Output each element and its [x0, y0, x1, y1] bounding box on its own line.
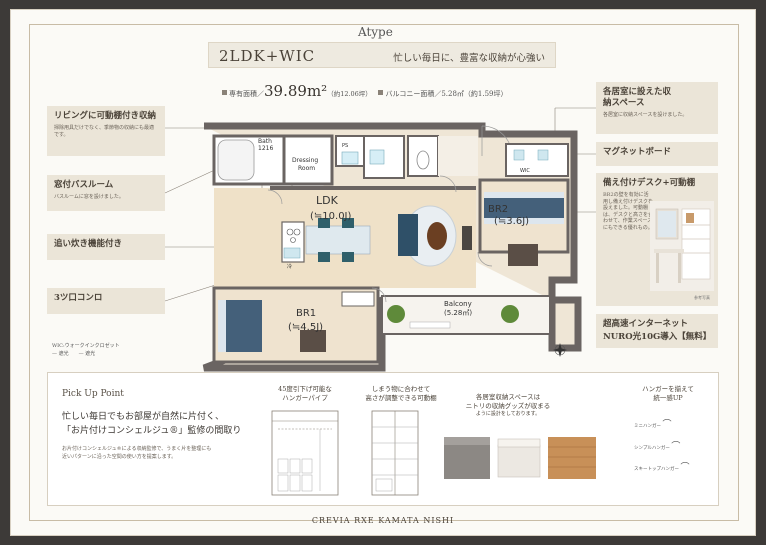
square-bullet-icon	[378, 90, 384, 95]
floor-area-tsubo: （約12.06坪）	[327, 90, 372, 98]
pickup-lead-2: 「お片付けコンシェルジュ®」監修の間取り	[62, 425, 242, 436]
callout-title: 追い炊き機能付き	[54, 239, 123, 249]
hanger-item: スキートップハンガー	[634, 467, 679, 473]
callout-bath: 窓付バスルーム バスルームに窓を設けました。	[47, 175, 165, 211]
inner-frame	[29, 24, 739, 521]
area-line: 専有面積／39.89m²（約12.06坪） バルコニー面積／5.28㎡（約1.5…	[222, 82, 508, 100]
callout-desc: バスルームに窓を設けました。	[54, 194, 124, 201]
legend-line: WIC:ウォークインクロゼット	[52, 343, 120, 349]
square-bullet-icon	[222, 90, 227, 95]
pickup-note: お片付けコンシェルジュ®による収納監修で、うまく片を整理にも近いパターンに沿った…	[62, 446, 212, 460]
callout-sub: NURO光10G導入【無料】	[603, 332, 712, 343]
hanger-icon: ⌒	[662, 420, 672, 430]
callout-stove: 3ツ口コンロ	[47, 288, 165, 314]
pickup-col3-sub: ように設計をしております。	[475, 411, 541, 417]
callout-title: 超高速インターネット	[603, 319, 689, 329]
callout-magnet: マグネットボード	[596, 142, 718, 166]
hanger-icon: ⌒	[671, 441, 681, 452]
callout-title: リビングに可動棚付き収納	[54, 111, 157, 121]
pickup-lead-1: 忙しい毎日でもお部屋が自然に片付く、	[62, 412, 225, 422]
hanger-pipe-diagram	[271, 410, 339, 496]
movable-shelf-diagram	[371, 410, 419, 496]
layout-title: 2LDK+WIC	[219, 47, 316, 65]
callout-title: 窓付バスルーム	[54, 180, 114, 190]
callout-title: 各居室に設えた収納スペース	[603, 87, 672, 109]
callout-internet: 超高速インターネット NURO光10G導入【無料】	[596, 314, 718, 348]
floor-area-value: 39.89m²	[264, 82, 328, 100]
callout-desk: 備え付けデスク+可動棚 BR2の壁を有効に活用し備え付けデスクを設えました。可動…	[596, 173, 718, 306]
callout-title: 3ツ口コンロ	[54, 293, 103, 303]
pickup-panel: Pick Up Point 忙しい毎日でもお部屋が自然に片付く、 「お片付けコン…	[47, 372, 719, 506]
plan-legend: WIC:ウォークインクロゼット — 遮光 — 遮光	[52, 342, 120, 358]
hanger-item: ミニハンガー	[634, 424, 661, 429]
callout-desc: 掃除用具だけでなく、季節物の収納にも最適です。	[54, 125, 155, 138]
hanger-list: ミニハンガー ⌒ シンプルハンガー ⌒ スキートップハンガー ⌒	[634, 415, 714, 480]
pickup-col1-title: 45度引下げ可能な ハンガーパイプ	[278, 385, 332, 403]
layout-tagline: 忙しい毎日に、豊富な収納が心強い	[393, 53, 545, 64]
storage-boxes-illustration	[444, 437, 596, 479]
callout-desc: 各居室に収納スペースを設けました。	[603, 112, 688, 119]
callout-living-storage: リビングに可動棚付き収納 掃除用具だけでなく、季節物の収納にも最適です。	[47, 106, 165, 156]
hanger-item: シンプルハンガー	[634, 445, 670, 451]
callout-room-storage: 各居室に設えた収納スペース 各居室に収納スペースを設けました。	[596, 82, 718, 134]
legend-line: — 遮光 — 遮光	[52, 351, 96, 357]
pickup-lead: 忙しい毎日でもお部屋が自然に片付く、 「お片付けコンシェルジュ®」監修の間取り	[62, 411, 241, 438]
callout-reheat: 追い炊き機能付き	[47, 234, 165, 260]
callout-title: 備え付けデスク+可動棚	[603, 178, 696, 188]
hanger-icon: ⌒	[680, 463, 690, 474]
title-bar: 2LDK+WIC 忙しい毎日に、豊富な収納が心強い	[208, 42, 556, 68]
balcony-area: バルコニー面積／5.28㎡（約1.59坪）	[385, 90, 508, 98]
callout-title: マグネットボード	[603, 147, 672, 157]
photo-caption: 参考写真	[694, 295, 710, 300]
type-label: Atype	[358, 25, 393, 39]
callout-desc: BR2の壁を有効に活用し備え付けデスクを設えました。可動棚は、デスクと高さを合わ…	[603, 192, 654, 231]
pickup-col3-title: 各居室収納スペースは ニトリの収納グッズが収まる	[465, 393, 551, 411]
pickup-col2-title: しまう物に合わせて 高さが調整できる可動棚	[365, 385, 437, 403]
floor-area-label: 専有面積／	[229, 90, 264, 98]
desk-photo	[650, 201, 714, 291]
pickup-col4-title: ハンガーを揃えて 統一感UP	[642, 385, 694, 403]
property-name: CREVIA RXE KAMATA NISHI	[311, 516, 455, 525]
pickup-title: Pick Up Point	[62, 389, 124, 399]
